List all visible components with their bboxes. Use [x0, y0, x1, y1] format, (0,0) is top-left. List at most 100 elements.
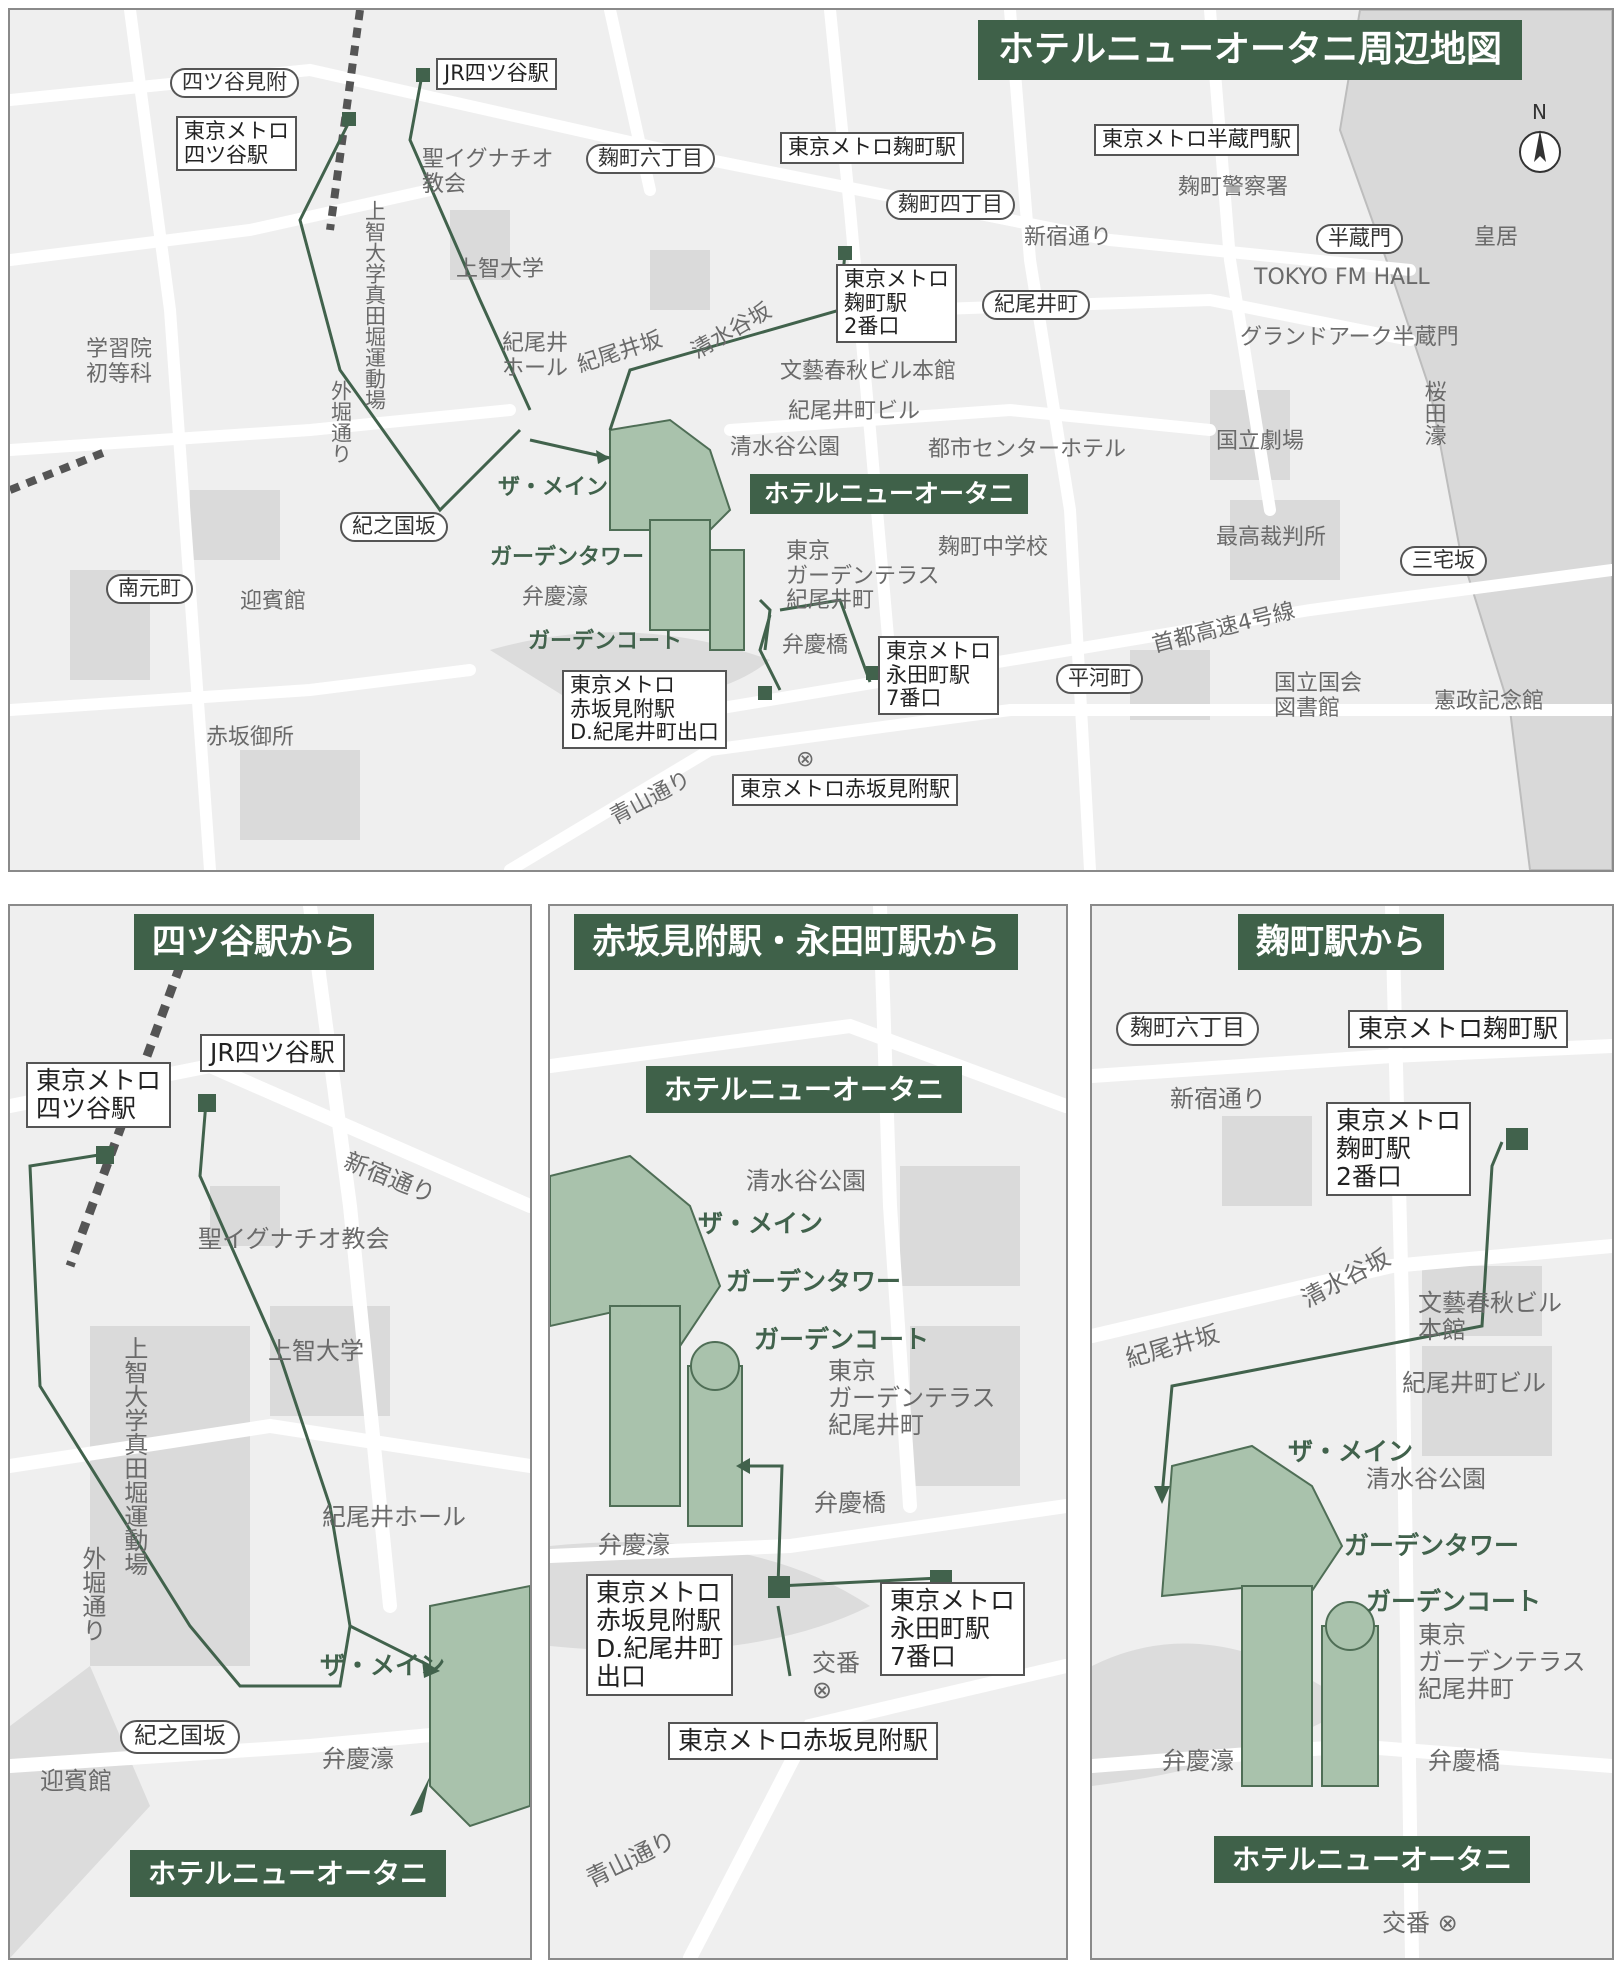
main-map-title: ホテルニューオータニ周辺地図 — [978, 20, 1523, 81]
kojimachi-roads — [1092, 906, 1612, 1958]
akasaka-benkeibori: 弁慶濠 — [598, 1531, 670, 1559]
yotsuya-hotel-tag: ホテルニューオータニ — [130, 1850, 447, 1898]
kojimachi-court: ガーデンコート — [1366, 1587, 1542, 1616]
yotsuya-metro-box: 東京メトロ四ツ谷駅 — [26, 1062, 172, 1128]
label-grand-arc: グランドアーク半蔵門 — [1240, 325, 1459, 350]
kojimachi-tower: ガーデンタワー — [1344, 1531, 1520, 1560]
box-metro-kojimachi: 東京メトロ麹町駅 — [780, 132, 964, 164]
label-benkeibori: 弁慶濠 — [522, 585, 589, 610]
label-toshi-center: 都市センターホテル — [928, 437, 1127, 462]
kojimachi-kioicho-bldg: 紀尾井町ビル — [1402, 1369, 1546, 1397]
kojimachi-shinjuku-dori: 新宿通り — [1170, 1085, 1266, 1113]
kojimachi-station-box: 東京メトロ麹町駅 — [1348, 1010, 1569, 1048]
yotsuya-sotobori: 外堀通り — [77, 1546, 106, 1642]
yotsuya-sophia: 上智大学 — [268, 1337, 364, 1365]
yotsuya-benkeibori: 弁慶濠 — [322, 1745, 394, 1773]
akasaka-station-box: 東京メトロ赤坂見附駅 — [668, 1722, 939, 1760]
akasaka-koban: 交番⊗ — [812, 1649, 860, 1704]
label-garden-court: ガーデンコート — [528, 629, 683, 654]
koban-icon: ⊗ — [812, 1675, 833, 1704]
pill-kinokunizaka: 紀之国坂 — [340, 512, 448, 542]
pill-minamimotomachi: 南元町 — [106, 574, 193, 604]
north-arrow-icon: N — [1518, 100, 1562, 180]
box-jr-yotsuya: JR四ツ谷駅 — [436, 58, 557, 90]
main-map: ホテルニューオータニ周辺地図 N 四ツ谷見附 JR四ツ谷駅 東京メトロ四ツ谷駅 … — [8, 8, 1614, 872]
label-kojimachi-jhs: 麹町中学校 — [938, 535, 1049, 560]
label-gakushuin: 学習院初等科 — [86, 337, 153, 387]
label-police: 麹町警察署 — [1178, 175, 1289, 200]
box-akasaka-station: 東京メトロ赤坂見附駅 — [732, 774, 958, 806]
label-the-main: ザ・メイン — [498, 475, 609, 500]
label-akasaka-gosho: 赤坂御所 — [206, 725, 295, 750]
yotsuya-geihinkan: 迎賓館 — [40, 1767, 112, 1795]
yotsuya-field: 上智大学真田堀運動場 — [119, 1336, 148, 1576]
label-garden-tower: ガーデンタワー — [490, 545, 645, 570]
kojimachi-park: 清水谷公園 — [1366, 1465, 1486, 1493]
label-theatre: 国立劇場 — [1216, 429, 1305, 454]
akasaka-roads — [550, 906, 1066, 1958]
label-church: 聖イグナチオ教会 — [422, 147, 554, 197]
koban-icon: ⊗ — [1437, 1909, 1458, 1937]
label-kioi-hall: 紀尾井ホール — [502, 331, 569, 381]
akasaka-title: 赤坂見附駅・永田町駅から — [574, 914, 1018, 971]
kojimachi-benkeibashi: 弁慶橋 — [1428, 1747, 1500, 1775]
label-kokyo: 皇居 — [1474, 225, 1519, 250]
kojimachi-bunshun: 文藝春秋ビル本館 — [1418, 1289, 1562, 1344]
label-geihinkan: 迎賓館 — [240, 589, 307, 614]
pill-kojimachi-6: 麹町六丁目 — [586, 144, 715, 174]
label-shinjuku-dori: 新宿通り — [1024, 225, 1113, 250]
label-garden-terrace: 東京ガーデンテラス紀尾井町 — [786, 539, 940, 614]
kojimachi-terrace: 東京ガーデンテラス紀尾井町 — [1418, 1621, 1586, 1703]
akasaka-terrace: 東京ガーデンテラス紀尾井町 — [828, 1357, 996, 1439]
koban-icon: ⊗ — [796, 747, 815, 772]
pill-hirakawacho: 平河町 — [1056, 664, 1143, 694]
label-field: 上智大学真田堀運動場 — [362, 200, 387, 410]
akasaka-tower: ガーデンタワー — [726, 1267, 902, 1296]
pill-miyakezaka: 三宅坂 — [1400, 546, 1487, 576]
pill-kojimachi-4: 麹町四丁目 — [886, 190, 1015, 220]
label-sotobori: 外堀通り — [328, 380, 353, 464]
box-metro-hanzomon: 東京メトロ半蔵門駅 — [1094, 124, 1299, 156]
label-sophia: 上智大学 — [456, 257, 545, 282]
label-shimizudani-park: 清水谷公園 — [730, 435, 841, 460]
kojimachi-hotel-tag: ホテルニューオータニ — [1214, 1836, 1531, 1884]
kojimachi-pill: 麹町六丁目 — [1116, 1012, 1259, 1046]
box-metro-yotsuya: 東京メトロ四ツ谷駅 — [176, 116, 297, 172]
akasaka-hotel-tag: ホテルニューオータニ — [646, 1066, 963, 1114]
akasaka-court: ガーデンコート — [754, 1325, 930, 1354]
yotsuya-jr-box: JR四ツ谷駅 — [200, 1034, 345, 1072]
pill-yotsuya-mitsuke: 四ツ谷見附 — [170, 68, 299, 98]
label-supreme-court: 最高裁判所 — [1216, 525, 1327, 550]
label-benkeibashi: 弁慶橋 — [782, 633, 849, 658]
label-fm-hall: TOKYO FM HALL — [1254, 265, 1430, 290]
label-bunshun: 文藝春秋ビル本館 — [780, 359, 957, 384]
label-kioicho-bldg: 紀尾井町ビル — [788, 399, 921, 424]
label-kensei: 憲政記念館 — [1434, 689, 1545, 714]
pill-kioicho: 紀尾井町 — [982, 290, 1090, 320]
yotsuya-title: 四ツ谷駅から — [134, 914, 374, 971]
akasaka-park: 清水谷公園 — [746, 1167, 866, 1195]
kojimachi-main: ザ・メイン — [1288, 1437, 1414, 1466]
yotsuya-kioi-hall: 紀尾井ホール — [322, 1503, 466, 1531]
yotsuya-main: ザ・メイン — [320, 1651, 446, 1680]
akasaka-main: ザ・メイン — [698, 1209, 824, 1238]
north-label: N — [1532, 100, 1547, 124]
akasaka-panel: 赤坂見附駅・永田町駅から ホテルニューオータニ 清水谷公園 ザ・メイン ガーデン… — [548, 904, 1068, 1960]
label-sakuradabori: 桜田濠 — [1420, 380, 1446, 446]
pill-hanzomon: 半蔵門 — [1316, 224, 1403, 254]
yotsuya-panel: 四ツ谷駅から JR四ツ谷駅 東京メトロ四ツ谷駅 新宿通り 聖イグナチオ教会 上智… — [8, 904, 532, 1960]
akasaka-benkeibashi: 弁慶橋 — [814, 1489, 886, 1517]
label-diet-library: 国立国会図書館 — [1274, 671, 1363, 721]
kojimachi-koban: 交番 ⊗ — [1382, 1909, 1458, 1937]
yotsuya-kinokunizaka: 紀之国坂 — [120, 1720, 240, 1754]
kojimachi-benkeibori: 弁慶濠 — [1162, 1747, 1234, 1775]
hotel-tag: ホテルニューオータニ — [750, 474, 1029, 514]
yotsuya-church: 聖イグナチオ教会 — [198, 1225, 390, 1253]
